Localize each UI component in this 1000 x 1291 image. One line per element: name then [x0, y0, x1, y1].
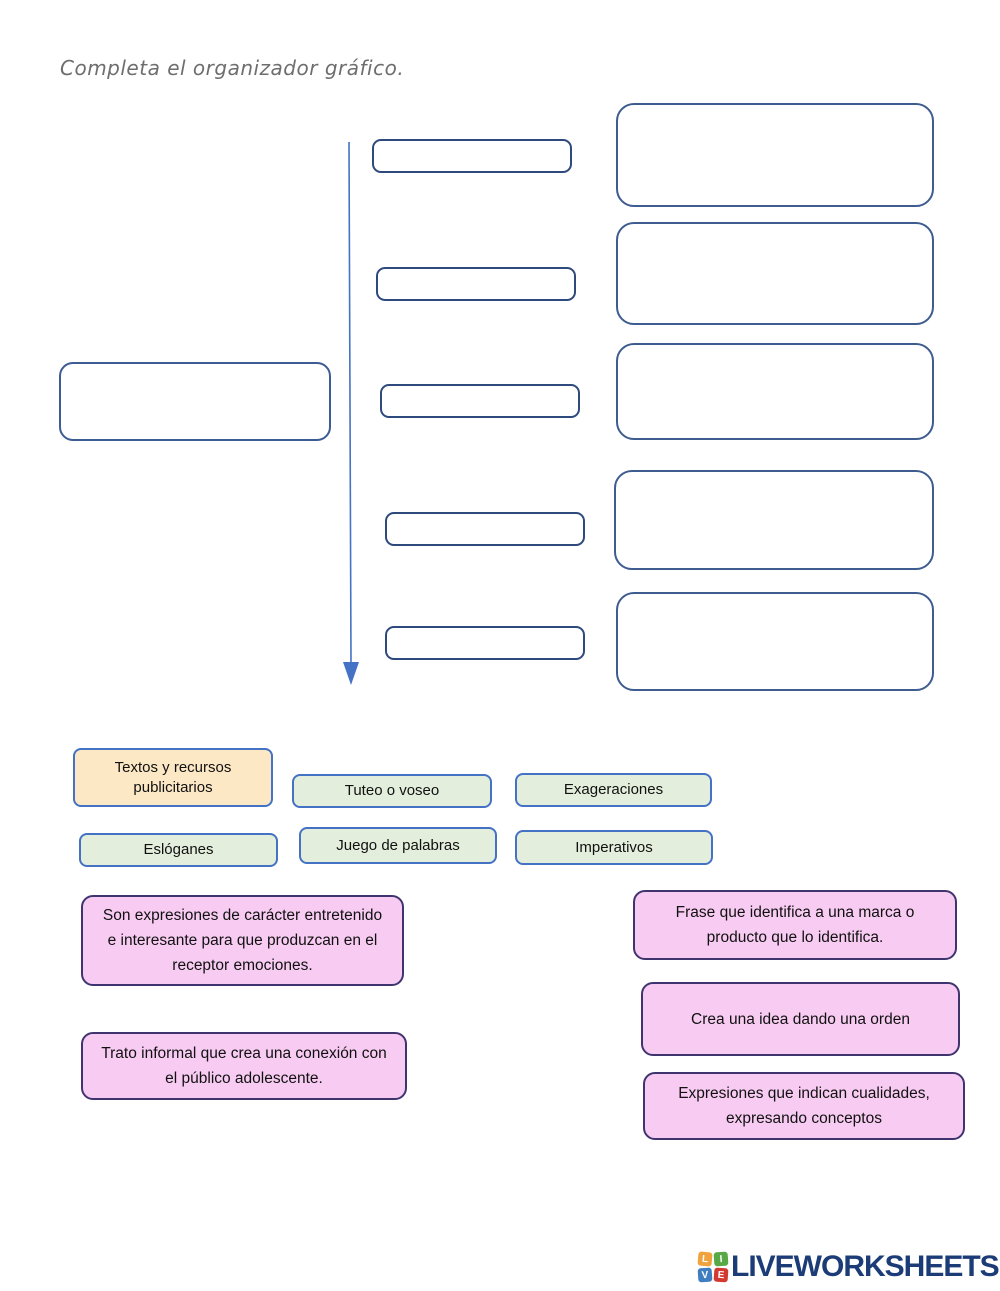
chip-exageraciones[interactable]: Exageraciones: [515, 773, 712, 807]
answer-slot-middle-1[interactable]: [372, 139, 572, 173]
logo-tile-i: I: [713, 1251, 729, 1267]
description-card-orden[interactable]: Crea una idea dando una orden: [641, 982, 960, 1056]
chip-tuteo-o-voseo[interactable]: Tuteo o voseo: [292, 774, 492, 808]
answer-slot-right-5[interactable]: [616, 592, 934, 691]
answer-slot-middle-5[interactable]: [385, 626, 585, 660]
logo-tile-l: L: [697, 1251, 713, 1267]
chip-juego-de-palabras[interactable]: Juego de palabras: [299, 827, 497, 864]
liveworksheets-logo: L I V E LIVEWORKSHEETS: [697, 1250, 1000, 1284]
answer-slot-right-3[interactable]: [616, 343, 934, 440]
logo-tile-v: V: [697, 1267, 713, 1283]
answer-slot-middle-3[interactable]: [380, 384, 580, 418]
answer-slot-middle-4[interactable]: [385, 512, 585, 546]
logo-tile-e: E: [713, 1267, 729, 1283]
description-card-trato-informal[interactable]: Trato informal que crea una conexión con…: [81, 1032, 407, 1100]
answer-slot-right-2[interactable]: [616, 222, 934, 325]
description-card-marca[interactable]: Frase que identifica a una marca o produ…: [633, 890, 957, 960]
liveworksheets-tiles-icon: L I V E: [697, 1251, 729, 1283]
down-arrow-icon: [343, 141, 359, 685]
description-card-emociones[interactable]: Son expresiones de carácter entretenido …: [81, 895, 404, 986]
answer-slot-root[interactable]: [59, 362, 331, 441]
page-title: Completa el organizador gráfico.: [60, 56, 405, 80]
liveworksheets-wordmark: LIVEWORKSHEETS: [731, 1250, 1000, 1283]
answer-slot-middle-2[interactable]: [376, 267, 576, 301]
chip-esloganes[interactable]: Eslóganes: [79, 833, 278, 867]
description-card-cualidades[interactable]: Expresiones que indican cualidades, expr…: [643, 1072, 965, 1140]
answer-slot-right-4[interactable]: [614, 470, 934, 570]
chip-imperativos[interactable]: Imperativos: [515, 830, 713, 865]
answer-slot-right-1[interactable]: [616, 103, 934, 207]
chip-textos-y-recursos-publicitarios[interactable]: Textos y recursos publicitarios: [73, 748, 273, 807]
